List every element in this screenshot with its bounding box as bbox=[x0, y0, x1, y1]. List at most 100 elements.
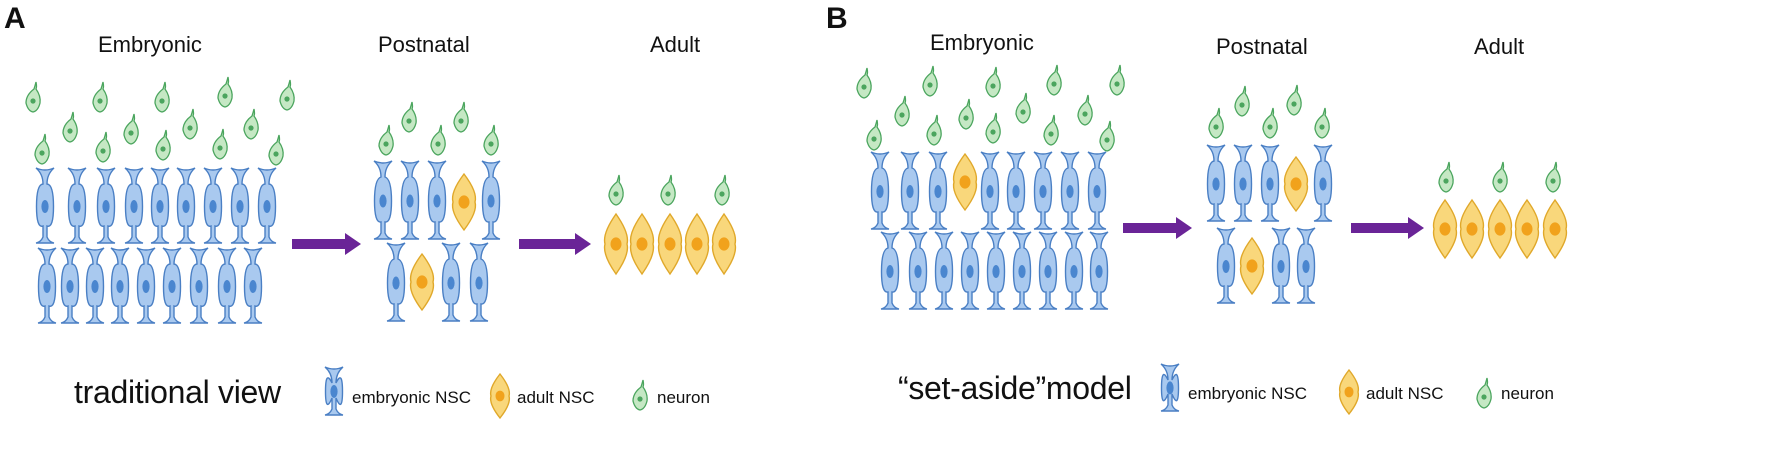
embryonic-nsc-cell bbox=[1260, 144, 1280, 222]
panel-a-embryonic-neurons bbox=[25, 76, 295, 166]
embryonic-nsc-cell bbox=[60, 247, 80, 324]
embryonic-nsc-cell bbox=[1089, 231, 1109, 310]
neuron-cell bbox=[660, 174, 676, 206]
embryonic-nsc-cell bbox=[908, 231, 928, 310]
legend-b-adult-nsc-label: adult NSC bbox=[1366, 384, 1444, 403]
embryonic-nsc-cell bbox=[880, 231, 900, 310]
embryonic-nsc-cell bbox=[400, 160, 420, 240]
neuron-cell bbox=[430, 124, 446, 156]
neuron-cell bbox=[1046, 64, 1062, 96]
embryonic-nsc-cell bbox=[386, 242, 406, 322]
neuron-cell bbox=[401, 101, 417, 133]
embryonic-nsc-cell bbox=[960, 231, 980, 310]
embryonic-nsc-cell bbox=[37, 247, 57, 324]
adult-nsc-cell bbox=[1514, 198, 1540, 260]
adult-nsc-cell bbox=[603, 212, 629, 276]
neuron-cell bbox=[1043, 114, 1059, 146]
legend-a-neuron-label: neuron bbox=[657, 388, 710, 407]
adult-nsc-cell bbox=[684, 212, 710, 276]
neuron-cell bbox=[268, 134, 284, 166]
legend-b-neuron-label: neuron bbox=[1501, 384, 1554, 403]
panel-a-arrow-2 bbox=[519, 233, 591, 255]
neuron-cell bbox=[1015, 92, 1031, 124]
neuron-cell bbox=[1234, 85, 1250, 117]
panel-a-embryonic-nsc-rows bbox=[35, 167, 277, 324]
neuron-cell bbox=[1262, 107, 1278, 139]
neuron-cell bbox=[856, 67, 872, 99]
panel-b-adult bbox=[1432, 161, 1568, 260]
neuron-cell bbox=[34, 133, 50, 165]
embryonic-nsc-cell bbox=[217, 247, 237, 324]
panel-b-embryonic-neurons bbox=[856, 64, 1125, 152]
embryonic-nsc-cell bbox=[1087, 151, 1107, 230]
neuron-cell bbox=[608, 174, 624, 206]
embryonic-nsc-cell bbox=[230, 167, 250, 244]
embryonic-nsc-cell bbox=[96, 167, 116, 244]
neuron-cell bbox=[922, 65, 938, 97]
neuron-cell bbox=[279, 79, 295, 111]
panel-a-label: A bbox=[4, 2, 26, 35]
embryonic-nsc-cell bbox=[427, 160, 447, 240]
embryonic-nsc-cell bbox=[870, 151, 890, 230]
panel-b-postnatal-title: Postnatal bbox=[1216, 34, 1308, 59]
embryonic-nsc-cell bbox=[189, 247, 209, 324]
panel-b-postnatal bbox=[1206, 84, 1333, 304]
panel-b-embryonic-nsc-rows bbox=[870, 151, 1109, 310]
embryonic-nsc-cell bbox=[136, 247, 156, 324]
neuron-cell bbox=[1077, 94, 1093, 126]
adult-nsc-cell bbox=[1487, 198, 1513, 260]
neuron-cell bbox=[1476, 377, 1492, 409]
legend-a-adult-nsc-label: adult NSC bbox=[517, 388, 595, 407]
panel-a-adult-title: Adult bbox=[650, 32, 701, 57]
panel-a-postnatal-title: Postnatal bbox=[378, 32, 470, 57]
embryonic-nsc-cell bbox=[373, 160, 393, 240]
neuron-cell bbox=[453, 101, 469, 133]
panel-b-arrow-1 bbox=[1123, 217, 1192, 239]
embryonic-nsc-cell bbox=[1006, 151, 1026, 230]
neuron-cell bbox=[985, 112, 1001, 144]
embryonic-nsc-cell bbox=[35, 167, 55, 244]
panel-a-embryonic-title: Embryonic bbox=[98, 32, 202, 57]
neuron-cell bbox=[243, 108, 259, 140]
neuron-cell bbox=[1208, 107, 1224, 139]
embryonic-nsc-cell bbox=[162, 247, 182, 324]
neuron-cell bbox=[212, 128, 228, 160]
neuron-cell bbox=[1314, 107, 1330, 139]
adult-nsc-cell bbox=[952, 152, 978, 212]
neuron-cell bbox=[958, 98, 974, 130]
embryonic-nsc-cell bbox=[1060, 151, 1080, 230]
embryonic-nsc-cell bbox=[85, 247, 105, 324]
adult-nsc-cell bbox=[451, 172, 477, 232]
adult-nsc-cell bbox=[657, 212, 683, 276]
neuron-cell bbox=[894, 95, 910, 127]
adult-nsc-cell bbox=[1338, 368, 1360, 416]
embryonic-nsc-cell bbox=[257, 167, 277, 244]
embryonic-nsc-cell bbox=[900, 151, 920, 230]
neuron-cell bbox=[1438, 161, 1454, 193]
neuron-cell bbox=[1099, 120, 1115, 152]
neuron-cell bbox=[62, 111, 78, 143]
panel-b-embryonic-title: Embryonic bbox=[930, 30, 1034, 55]
embryonic-nsc-cell bbox=[1206, 144, 1226, 222]
neuron-cell bbox=[155, 129, 171, 161]
neuron-cell bbox=[1545, 161, 1561, 193]
embryonic-nsc-cell bbox=[481, 160, 501, 240]
embryonic-nsc-cell bbox=[67, 167, 87, 244]
panel-a-postnatal bbox=[373, 101, 501, 322]
neuron-cell bbox=[714, 174, 730, 206]
neuron-cell bbox=[866, 119, 882, 151]
neuron-cell bbox=[1286, 84, 1302, 116]
embryonic-nsc-cell bbox=[934, 231, 954, 310]
panel-b-arrow-2 bbox=[1351, 217, 1424, 239]
legend-a-icons bbox=[324, 366, 648, 420]
embryonic-nsc-cell bbox=[203, 167, 223, 244]
neuron-cell bbox=[154, 81, 170, 113]
embryonic-nsc-cell bbox=[324, 366, 344, 416]
adult-nsc-cell bbox=[1542, 198, 1568, 260]
adult-nsc-cell bbox=[1283, 155, 1309, 213]
embryonic-nsc-cell bbox=[1064, 231, 1084, 310]
embryonic-nsc-cell bbox=[986, 231, 1006, 310]
embryonic-nsc-cell bbox=[243, 247, 263, 324]
panel-b-label: B bbox=[826, 2, 848, 35]
